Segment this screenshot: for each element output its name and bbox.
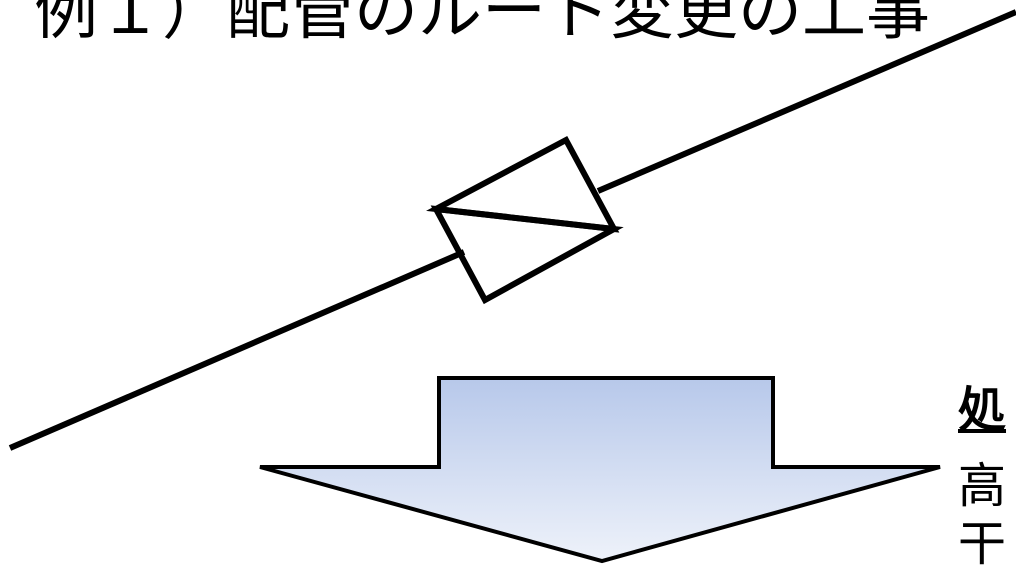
- note-line-1: 高: [958, 458, 1007, 514]
- pipe-segment-upper: [596, 9, 1016, 194]
- pipe-segment-lower: [8, 249, 466, 451]
- slide-title: 例１）配管のルート変更の工事: [34, 0, 930, 49]
- note-line-2: 干: [958, 516, 1007, 565]
- note-heading: 処: [958, 382, 1007, 438]
- valve-lower-triangle: [430, 205, 624, 305]
- down-arrow-icon: [259, 376, 941, 564]
- valve-upper-triangle: [426, 135, 620, 233]
- gate-valve-icon: [426, 135, 624, 305]
